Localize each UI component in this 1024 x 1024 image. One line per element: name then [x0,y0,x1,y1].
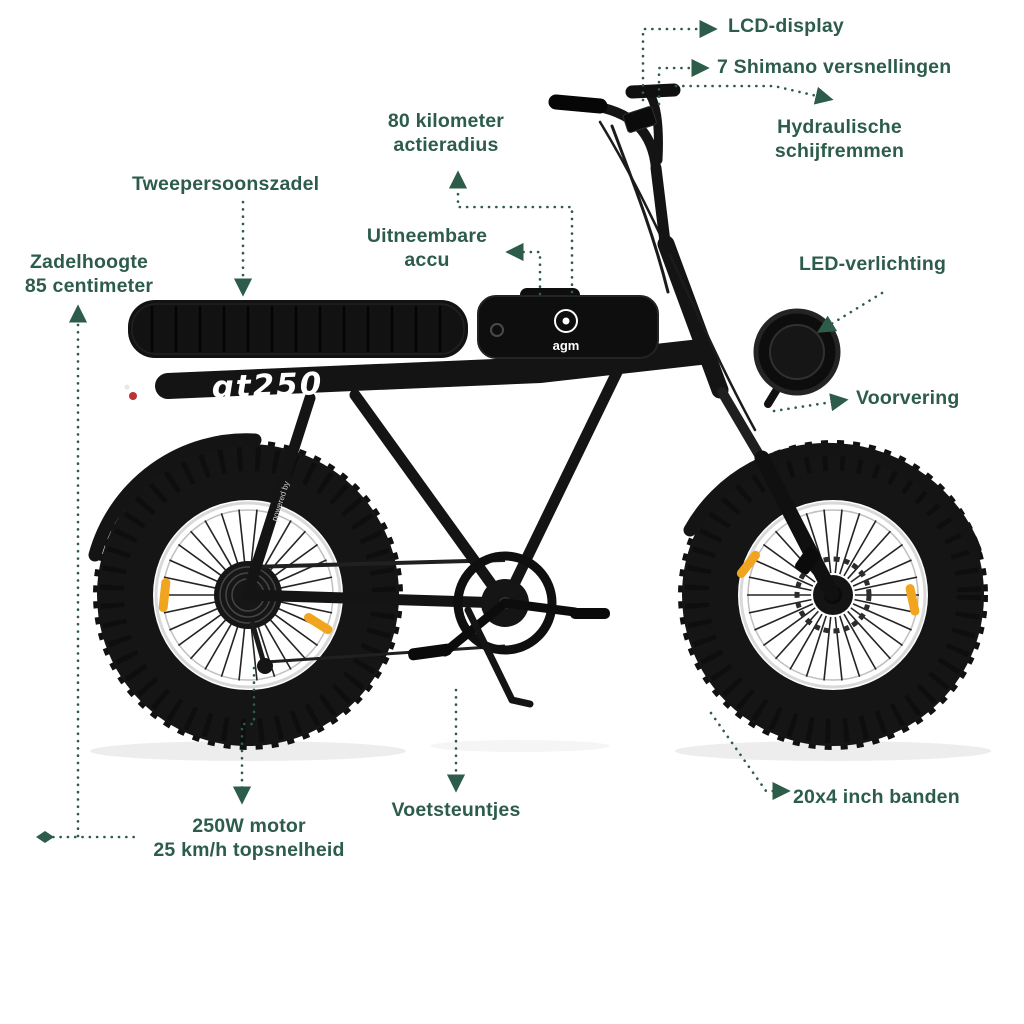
range-arrow [448,170,574,294]
support-tube [499,360,626,609]
rear-derailleur [249,621,266,661]
front-fender [683,442,982,557]
crankset [408,551,610,708]
brake-cable-front [598,120,757,432]
lcd-display-unit [622,106,657,133]
annotation-hydraulic-brakes: Hydraulische schijfremmen [774,116,905,162]
ground-shadow [90,740,991,761]
annotation-removable-battery: Uitneembare accu [366,225,488,271]
chain-drive [249,558,506,674]
front-brake-caliper [794,547,820,575]
frame-logo-text: gt250 [211,366,324,406]
annotation-shimano-gears: 7 Shimano versnellingen [717,56,952,78]
annotation-tires: 20x4 inch banden [793,786,960,808]
tires-arrow [709,711,791,801]
led-arrow [816,291,884,333]
annotation-led-lighting: LED-verlichting [799,253,947,275]
seat-height-start-marker [36,831,54,843]
right-pedal [570,608,610,619]
front-fork [717,387,840,602]
annotation-front-suspension: Voorvering [856,387,960,409]
right-grip [625,83,681,99]
kickstand [464,606,516,704]
front-brake-rotor [794,556,872,634]
headlight [753,308,841,408]
seat-stay [242,392,316,598]
rear-wheel-reflector-left [158,578,171,612]
annotation-seat-height: Zadelhoogte 85 centimeter [24,251,154,297]
battery-logo-mark [554,309,578,333]
left-grip [548,94,608,114]
motor-arrow [232,666,256,805]
main-beam [155,339,713,399]
annotation-footrests: Voetsteuntjes [391,799,521,821]
rear-fender [88,433,262,562]
annotation-range: 80 kilometer actieradius [387,110,505,156]
stem [650,162,672,256]
front-wheel [678,440,988,750]
annotation-arrows [44,19,884,839]
suspension-arrow [772,393,849,413]
annotation-two-person-seat: Tweepersoonszadel [132,173,320,195]
chainring [453,551,557,655]
battery-arrow [505,242,542,296]
rear-reflector-light [129,392,137,400]
battery-pack: agm [477,288,659,359]
gears-arrow [657,58,710,106]
front-wheel-reflector-right [905,584,920,616]
battery-logo-text: agm [553,338,580,353]
brakes-arrow [674,84,834,105]
front-wheel-reflector-left [736,550,760,578]
annotation-motor: 250W motor 25 km/h topsnelheid [153,815,345,861]
left-pedal [408,643,452,661]
suspension-lower-leg [754,450,840,602]
two-person-seat [124,300,468,400]
handlebar [548,83,757,432]
rear-wheel-reflector-right [304,612,333,635]
battery-lock [490,323,504,337]
brake-cable [610,124,670,294]
annotation-lcd-display: LCD-display [728,15,844,37]
